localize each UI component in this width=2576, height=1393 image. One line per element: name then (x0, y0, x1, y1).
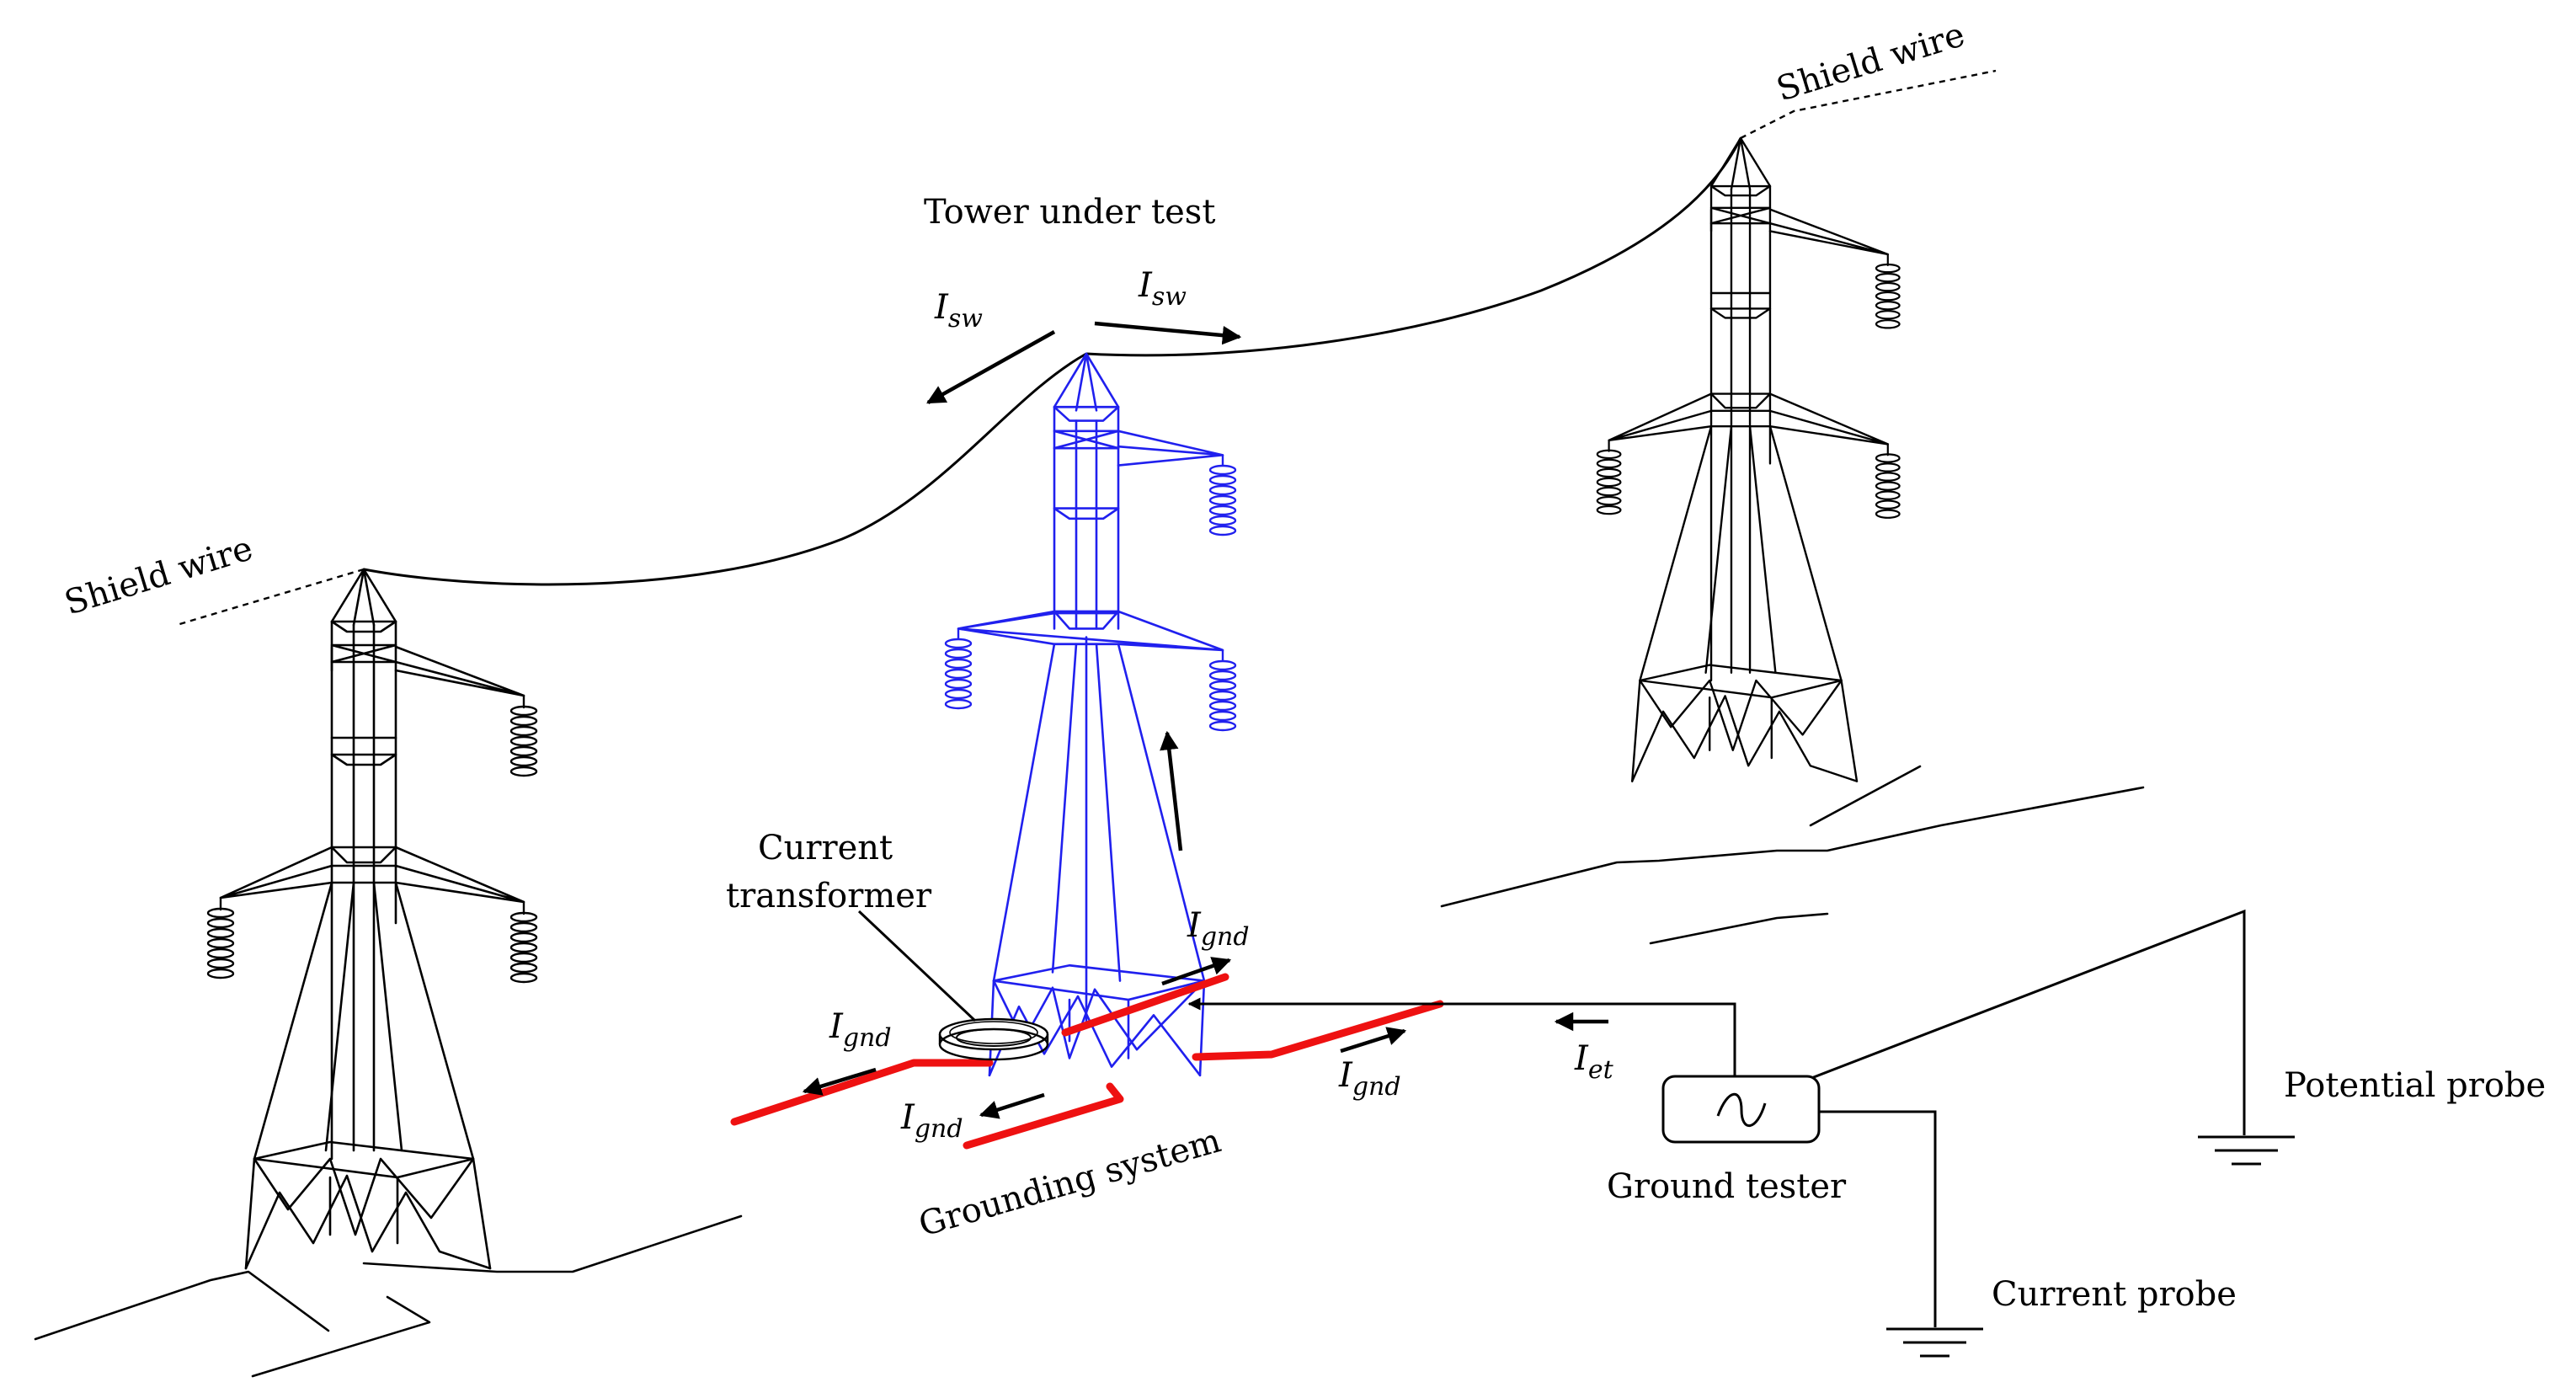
measurement-leads (1187, 909, 2246, 1327)
right-tower (1596, 136, 1901, 782)
i-gnd-left-label: Ignd (829, 1007, 892, 1053)
shield-wire-right-label: Shield wire (1772, 15, 1969, 109)
ground-tester-label: Ground tester (1607, 1167, 1847, 1206)
tower-under-test-label: Tower under test (924, 193, 1215, 232)
tower-under-test-insulators (944, 453, 1237, 732)
shield-wire-left-label: Shield wire (60, 529, 257, 622)
i-gnd-right-label: Ignd (1338, 1056, 1401, 1102)
i-gnd-tower-label: Ignd (1187, 906, 1250, 952)
right-ground (1440, 765, 2145, 945)
left-ground (34, 1214, 743, 1378)
ground-tester (1661, 1075, 1821, 1144)
i-sw-right-label: Isw (1138, 266, 1187, 312)
i-et-label: Iet (1574, 1039, 1614, 1085)
current-transformer-label-line2: transformer (726, 877, 932, 915)
i-sw-left-label: Isw (934, 288, 983, 334)
i-gnd-bottom-label: Ignd (900, 1098, 963, 1144)
left-tower (206, 568, 538, 1270)
current-probe-ground-icon (1886, 1327, 1983, 1358)
current-transformer (938, 1017, 1049, 1061)
current-transformer-label-line1: Current (758, 829, 893, 867)
potential-probe-label: Potential probe (2284, 1066, 2546, 1105)
current-probe-label: Current probe (1992, 1275, 2237, 1314)
tower-under-test (957, 352, 1224, 1077)
potential-probe-ground-icon (2198, 1135, 2295, 1166)
current-arrows (802, 321, 1608, 1119)
shield-wire (176, 69, 1997, 627)
current-transformer-leader (857, 910, 977, 1022)
grounding-system-conductors (730, 973, 1444, 1150)
